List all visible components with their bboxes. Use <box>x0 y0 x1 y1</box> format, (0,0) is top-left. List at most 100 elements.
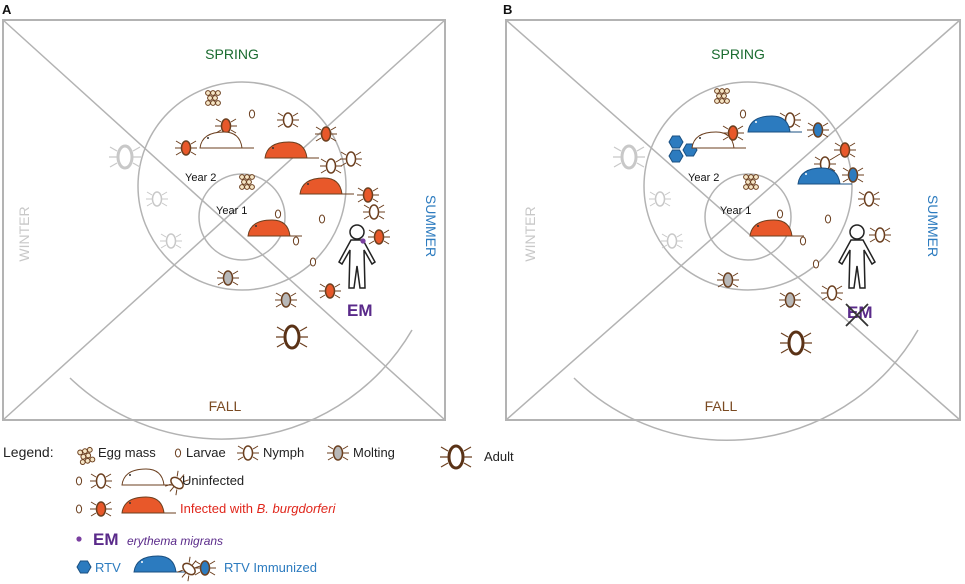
legend-em-full: erythema migrans <box>127 534 223 548</box>
panel-b-year2-ring <box>643 81 853 291</box>
infected-mouse-icon <box>264 141 320 159</box>
immunized-nymph-icon <box>193 560 217 576</box>
legend-egg-mass: Egg mass <box>98 445 156 460</box>
rtv-bait-icon <box>668 149 684 163</box>
adult-tick-icon <box>438 444 474 470</box>
panel-b-outer-arc <box>573 329 919 441</box>
legend-infected: Infected with B. burgdorferi <box>180 501 336 516</box>
panel-b-frame <box>505 19 961 421</box>
molting-icon <box>778 292 802 308</box>
rtv-bait-icon <box>76 560 92 574</box>
legend-adult: Adult <box>484 449 514 464</box>
egg-mass-icon <box>714 88 730 104</box>
larva-icon <box>248 109 256 119</box>
adult-tick-icon <box>274 324 310 350</box>
adult-tick-icon <box>778 330 814 356</box>
winter-nymph-icon <box>159 233 183 249</box>
infected-larva-icon <box>309 257 317 267</box>
panel-a-fall-label: FALL <box>209 398 242 414</box>
legend-rtv: RTV <box>95 560 121 575</box>
uninfected-mouse-icon <box>199 131 255 149</box>
panel-b-year1-ring <box>704 173 792 261</box>
winter-nymph-icon <box>145 191 169 207</box>
legend-infected-species: B. burgdorferi <box>257 501 337 516</box>
winter-nymph-icon <box>660 233 684 249</box>
panel-b-year1-label: Year 1 <box>720 205 751 217</box>
panel-a-year2-ring <box>137 81 347 291</box>
infected-nymph-icon <box>214 118 238 134</box>
nymph-icon <box>868 227 892 243</box>
legend-larvae: Larvae <box>186 445 226 460</box>
panel-b-winter-label: WINTER <box>522 206 538 261</box>
molting-icon <box>716 272 740 288</box>
human-icon <box>338 224 376 289</box>
egg-mass-icon <box>76 446 96 466</box>
infected-mouse-icon <box>121 496 177 514</box>
legend: Legend: Egg mass Larvae Nymph Molting Ad… <box>3 444 514 583</box>
panel-a-letter: A <box>2 2 12 17</box>
immunized-nymph-icon <box>806 122 830 138</box>
legend-uninfected: Uninfected <box>182 473 244 488</box>
infected-nymph-icon <box>367 229 391 245</box>
infected-nymph-icon <box>89 501 113 517</box>
panel-b-spring-label: SPRING <box>711 46 765 62</box>
panel-b-fall-label: FALL <box>705 398 738 414</box>
panel-b-summer-label: SUMMER <box>925 195 941 257</box>
infected-larva-icon <box>292 236 300 246</box>
nymph-icon <box>820 285 844 301</box>
molting-icon <box>274 292 298 308</box>
infected-nymph-icon <box>314 126 338 142</box>
infected-larva-icon <box>799 236 807 246</box>
panel-a-outer-arc <box>69 329 413 440</box>
human-icon <box>838 224 876 289</box>
larva-icon <box>174 448 182 458</box>
panel-a-frame <box>2 19 446 421</box>
rtv-bait-icon <box>668 135 684 149</box>
larva-icon <box>75 476 83 486</box>
em-rash-dot <box>360 238 366 244</box>
legend-title: Legend: <box>3 444 54 460</box>
infected-larva-icon <box>75 504 83 514</box>
panel-b-year2-label: Year 2 <box>688 172 719 184</box>
infected-mouse-icon <box>247 219 303 237</box>
infected-nymph-icon <box>356 187 380 203</box>
nymph-icon <box>89 473 113 489</box>
panel-a-summer-label: SUMMER <box>423 195 439 257</box>
uninfected-mouse-icon <box>121 468 177 486</box>
legend-infected-prefix: Infected with <box>180 501 257 516</box>
egg-mass-icon <box>743 174 759 190</box>
larva-icon <box>776 209 784 219</box>
larva-icon <box>274 209 282 219</box>
legend-em-abbrev: EM <box>93 530 119 549</box>
winter-adult-icon <box>107 144 143 170</box>
egg-mass-icon <box>239 174 255 190</box>
panel-a-spring-label: SPRING <box>205 46 259 62</box>
nymph-icon <box>175 555 203 583</box>
larva-icon <box>739 109 747 119</box>
panel-a-year2-label: Year 2 <box>185 172 216 184</box>
larva-icon <box>812 259 820 269</box>
infected-nymph-icon <box>833 142 857 158</box>
winter-adult-icon <box>611 144 647 170</box>
panel-a-winter-label: WINTER <box>16 206 32 261</box>
panel-a-year1-label: Year 1 <box>216 205 247 217</box>
panel-a: A SPRING FALL SUMMER WINTER Year 1 Year … <box>2 2 446 440</box>
nymph-icon <box>319 158 343 174</box>
infected-larva-icon <box>318 214 326 224</box>
panel-b: B SPRING FALL SUMMER WINTER Year 1 Year … <box>503 2 961 441</box>
nymph-icon <box>236 445 260 461</box>
legend-nymph: Nymph <box>263 445 304 460</box>
panel-b-letter: B <box>503 2 512 17</box>
infected-nymph-icon <box>318 283 342 299</box>
nymph-icon <box>276 112 300 128</box>
nymph-icon <box>362 204 386 220</box>
legend-rtv-immunized: RTV Immunized <box>224 560 317 575</box>
egg-mass-icon <box>205 90 221 106</box>
infected-mouse-icon <box>749 219 805 237</box>
nymph-icon <box>857 191 881 207</box>
panel-b-diagonal <box>505 19 961 421</box>
immunized-nymph-icon <box>841 167 865 183</box>
immunized-mouse-icon <box>133 555 189 573</box>
